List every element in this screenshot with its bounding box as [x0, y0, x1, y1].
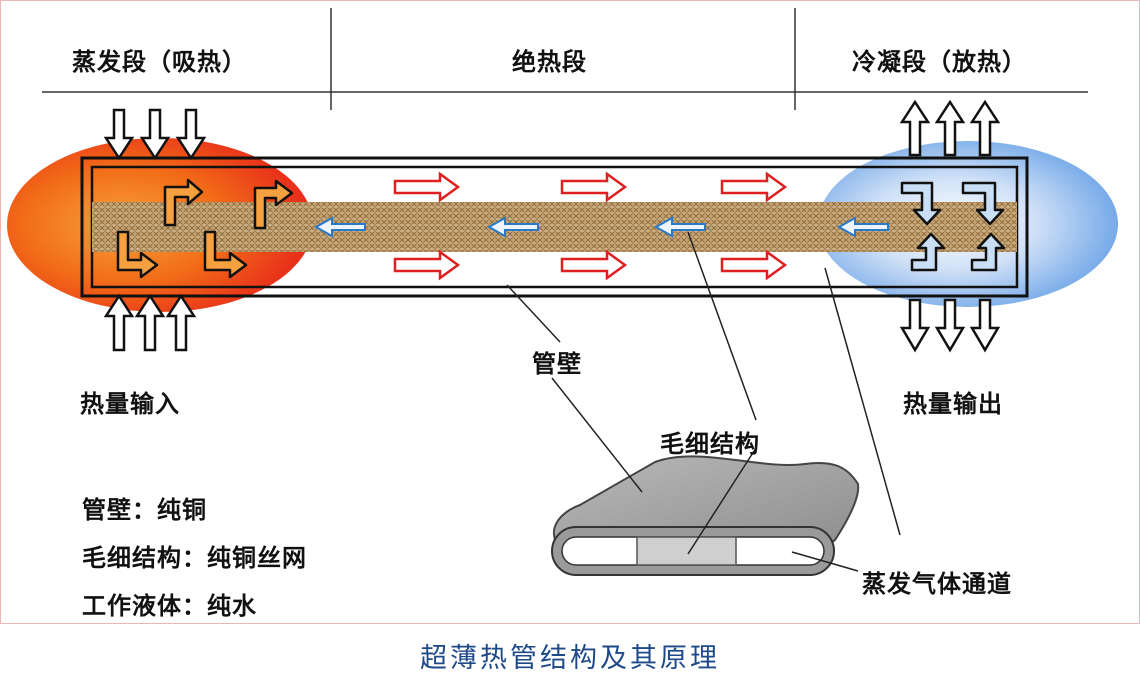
heat-in-arrows-top [103, 108, 207, 161]
pipe-cross-section [551, 455, 860, 576]
heat-out-label: 热量输出 [903, 390, 1003, 418]
liquid-return-arrows [313, 216, 889, 238]
pipe-sheet [553, 455, 860, 549]
wick-profile [636, 536, 737, 566]
section-condenser-label: 冷凝段（放热） [852, 48, 1027, 76]
condensation-arrows [900, 181, 1006, 272]
heat-pipe [80, 156, 1029, 298]
figure-caption: 超薄热管结构及其原理 [420, 643, 720, 674]
material-wick: 毛细结构：纯铜丝网 [82, 544, 307, 572]
evaporation-arrows [116, 178, 294, 279]
heat-out-arrows-top [899, 99, 1001, 157]
section-dividers [42, 8, 1088, 110]
wall-label: 管壁 [532, 350, 582, 378]
material-wall: 管壁：纯铜 [82, 496, 207, 524]
vapor-flow-arrows [393, 171, 788, 281]
leader-lines [506, 231, 901, 572]
section-adiabatic-label: 绝热段 [512, 48, 587, 76]
section-evaporator-label: 蒸发段（吸热） [72, 48, 247, 76]
heat-out-arrows-bottom [899, 298, 1001, 353]
heat-in-label: 热量输入 [80, 390, 180, 418]
vapor-channel-label: 蒸发气体通道 [862, 570, 1012, 598]
heat-in-arrows-bottom [103, 293, 197, 352]
wick-label: 毛细结构 [660, 430, 760, 458]
material-fluid: 工作液体：纯水 [82, 592, 257, 620]
